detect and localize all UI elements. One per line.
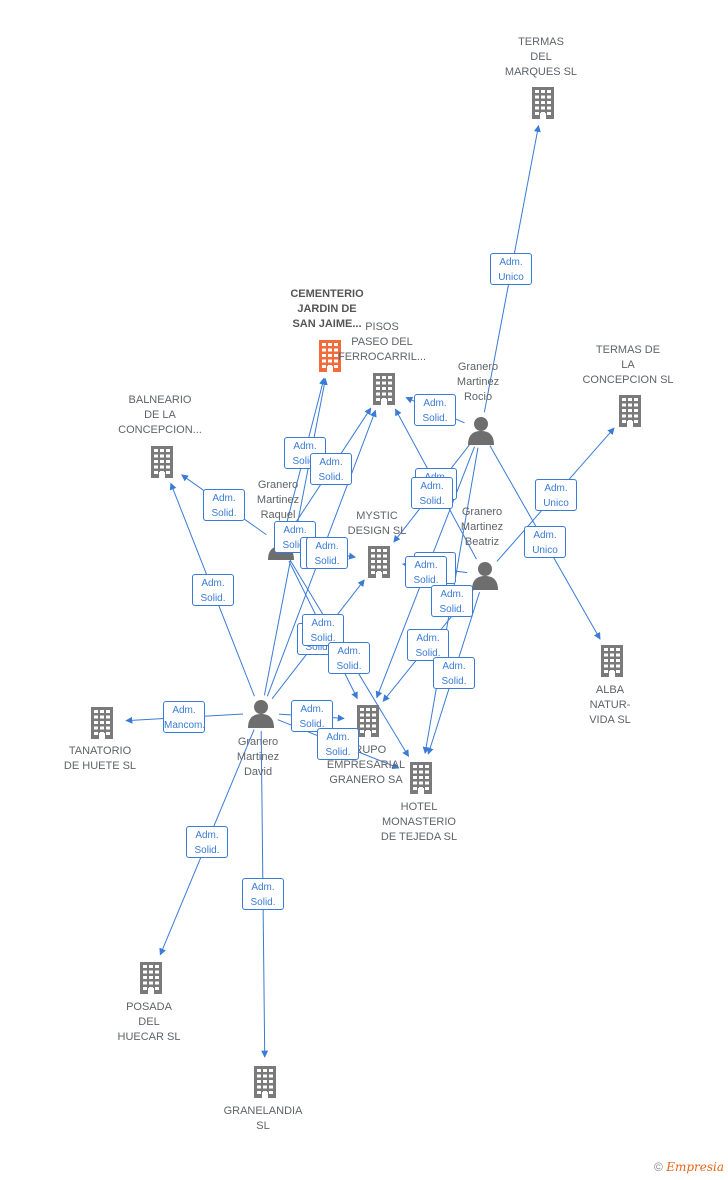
person-icon[interactable]: [466, 415, 496, 445]
company-label[interactable]: BALNEARIO DE LA CONCEPCION...: [118, 394, 202, 436]
role-badge[interactable]: Adm. Solid.: [433, 657, 475, 689]
role-badge[interactable]: Adm. Solid.: [306, 537, 348, 569]
role-badge[interactable]: Adm. Solid.: [328, 642, 370, 674]
company-label[interactable]: MYSTIC DESIGN SL: [347, 510, 407, 537]
company-label[interactable]: TERMAS DEL MARQUES SL: [504, 36, 578, 78]
role-badge[interactable]: Adm. Solid.: [291, 700, 333, 732]
company-label[interactable]: PISOS PASEO DEL FERROCARRIL...: [337, 321, 426, 363]
building-icon[interactable]: [147, 444, 177, 478]
building-icon[interactable]: [406, 760, 436, 794]
person-label[interactable]: Granero Martinez Raquel: [256, 479, 300, 521]
person-icon[interactable]: [470, 560, 500, 590]
role-badge[interactable]: Adm. Solid.: [407, 629, 449, 661]
company-label[interactable]: POSADA DEL HUECAR SL: [117, 1001, 181, 1043]
building-icon[interactable]: [87, 705, 117, 739]
company-label[interactable]: TANATORIO DE HUETE SL: [63, 745, 137, 772]
building-icon[interactable]: [250, 1064, 280, 1098]
role-badge[interactable]: Adm. Solid.: [203, 489, 245, 521]
building-icon[interactable]: [315, 338, 345, 372]
person-icon[interactable]: [246, 698, 276, 728]
role-badge[interactable]: Adm. Solid.: [317, 728, 359, 760]
copyright-symbol: ©: [654, 1160, 663, 1174]
company-label[interactable]: CEMENTERIO JARDIN DE SAN JAIME...: [290, 288, 364, 330]
building-icon[interactable]: [615, 393, 645, 427]
role-badge[interactable]: Adm. Unico: [524, 526, 566, 558]
brand-logo[interactable]: Empresia: [666, 1160, 724, 1174]
role-badge[interactable]: Adm. Mancom.: [163, 701, 205, 733]
role-badge[interactable]: Adm. Solid.: [192, 574, 234, 606]
company-label[interactable]: HOTEL MONASTERIO DE TEJEDA SL: [380, 801, 458, 843]
role-badge[interactable]: Adm. Solid.: [431, 585, 473, 617]
role-badge[interactable]: Adm. Solid.: [302, 614, 344, 646]
building-icon[interactable]: [364, 544, 394, 578]
role-badge[interactable]: Adm. Solid.: [310, 453, 352, 485]
person-label[interactable]: Granero Martinez David: [236, 736, 280, 778]
role-badge[interactable]: Adm. Solid.: [186, 826, 228, 858]
role-badge[interactable]: Adm. Solid.: [405, 556, 447, 588]
building-icon[interactable]: [597, 643, 627, 677]
company-label[interactable]: GRANELANDIA SL: [223, 1105, 303, 1132]
role-badge[interactable]: Adm. Solid.: [411, 477, 453, 509]
role-badge[interactable]: Adm. Solid.: [242, 878, 284, 910]
building-icon[interactable]: [528, 85, 558, 119]
company-label[interactable]: ALBA NATUR- VIDA SL: [589, 684, 631, 726]
role-badge[interactable]: Adm. Solid.: [414, 394, 456, 426]
building-icon[interactable]: [136, 960, 166, 994]
person-label[interactable]: Granero Martinez Rocio: [456, 361, 500, 403]
role-badge[interactable]: Adm. Unico: [535, 479, 577, 511]
person-label[interactable]: Granero Martinez Beatriz: [460, 506, 504, 548]
company-label[interactable]: TERMAS DE LA CONCEPCION SL: [582, 344, 674, 386]
role-badge[interactable]: Adm. Unico: [490, 253, 532, 285]
footer: © Empresia: [654, 1160, 724, 1174]
building-icon[interactable]: [353, 703, 383, 737]
building-icon[interactable]: [369, 371, 399, 405]
